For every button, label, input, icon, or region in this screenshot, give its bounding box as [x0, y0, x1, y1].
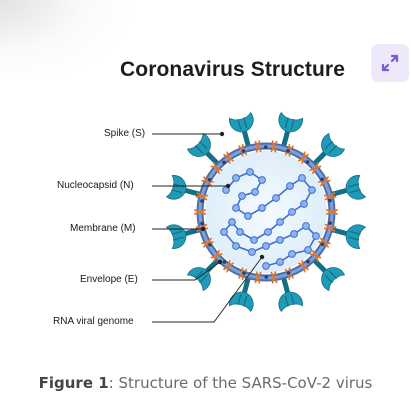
nucleocapsid-bead: [258, 204, 266, 212]
label-membrane: Membrane (M): [70, 223, 136, 234]
envelope-protein: [210, 162, 223, 174]
label-nucleocapsid: Nucleocapsid (N): [57, 180, 134, 191]
envelope-protein: [195, 192, 209, 201]
virus-interior: [205, 151, 327, 273]
membrane-protein: [222, 260, 227, 264]
membrane-protein: [328, 198, 332, 203]
membrane-protein: [286, 271, 291, 275]
envelope-protein: [201, 237, 214, 248]
nucleocapsid-bead: [298, 174, 306, 182]
nucleocapsid-bead: [300, 200, 308, 208]
nucleocapsid-bead: [262, 262, 270, 270]
spike-protein: [278, 111, 303, 149]
envelope-protein: [254, 140, 262, 153]
nucleocapsid-bead: [276, 218, 284, 226]
expand-button[interactable]: [371, 44, 409, 82]
spike-protein: [229, 111, 254, 149]
nucleocapsid-bead: [251, 188, 259, 196]
spike-protein: [229, 275, 254, 313]
envelope-protein: [298, 151, 309, 164]
membrane-protein: [328, 221, 332, 225]
membrane-protein: [306, 259, 310, 264]
label-spike: Spike (S): [104, 128, 146, 139]
membrane-protein: [200, 199, 204, 203]
figure-caption: Figure 1: Structure of the SARS-CoV-2 vi…: [0, 374, 411, 392]
envelope-protein: [318, 176, 331, 187]
envelope-protein: [210, 250, 223, 262]
nucleocapsid-bead: [232, 242, 240, 250]
membrane-protein: [264, 275, 269, 279]
nucleocapsid-bead: [312, 232, 320, 240]
nucleocapsid-bead: [244, 212, 252, 220]
spike-protein: [329, 224, 367, 249]
nucleocapsid-bead: [238, 192, 246, 200]
nucleocapsid-bead: [248, 248, 256, 256]
label-envelope: Envelope (E): [80, 274, 138, 285]
membrane-protein: [286, 149, 290, 153]
membrane-protein: [222, 160, 226, 165]
nucleocapsid-bead: [288, 208, 296, 216]
nucleocapsid-bead: [258, 176, 266, 184]
nucleocapsid-bead: [264, 228, 272, 236]
expand-arrows-icon: [381, 54, 399, 72]
spike-protein: [329, 175, 367, 200]
nucleocapsid-bead: [276, 236, 284, 244]
nucleocapsid-bead: [276, 258, 284, 266]
nucleocapsid-bead: [246, 168, 254, 176]
spike-protein: [165, 175, 203, 200]
virus-diagram: [152, 111, 367, 323]
envelope-protein: [223, 260, 234, 273]
nucleocapsid-bead: [232, 204, 240, 212]
nucleocapsid-bead: [236, 228, 244, 236]
envelope-protein: [309, 250, 322, 262]
nucleocapsid-bead: [286, 182, 294, 190]
spike-protein: [310, 132, 346, 168]
envelope-protein: [323, 192, 337, 201]
membrane-protein: [241, 149, 246, 153]
nucleocapsid-bead: [232, 174, 240, 182]
membrane-proteins: [200, 145, 332, 279]
membrane-protein: [242, 271, 246, 275]
nucleocapsid-bead: [250, 236, 258, 244]
corner-shadow: [0, 0, 130, 80]
nucleocapsid-bead: [302, 222, 310, 230]
spike-protein: [310, 256, 346, 292]
nucleocapsid-bead: [220, 228, 228, 236]
membrane-protein: [320, 177, 324, 182]
envelope-protein: [326, 209, 338, 215]
envelope-protein: [270, 140, 278, 153]
membrane-protein: [263, 145, 268, 149]
caption-text: : Structure of the SARS-CoV-2 virus: [108, 374, 373, 392]
label-rna-genome: RNA viral genome: [53, 316, 134, 327]
envelope-protein: [323, 223, 337, 232]
nucleocapsid-bead: [272, 194, 280, 202]
envelope-protein: [194, 209, 206, 215]
leader-envelope: [152, 261, 221, 281]
spike-protein: [278, 275, 303, 313]
envelope-protein: [223, 151, 234, 164]
membrane-protein: [320, 242, 325, 247]
nucleocapsid-bead: [288, 250, 296, 258]
leader-rna: [152, 256, 263, 323]
figure-number: Figure 1: [38, 374, 109, 392]
nucleocapsid-bead: [308, 186, 316, 194]
membrane-protein: [207, 177, 212, 182]
envelope-protein: [309, 162, 322, 174]
rna-genome: [220, 168, 320, 270]
membrane-protein: [200, 221, 204, 226]
envelope-protein: [254, 271, 262, 284]
envelope-protein: [298, 260, 309, 273]
envelope-protein: [318, 237, 331, 248]
nucleocapsid-bead: [228, 218, 236, 226]
diagram-title: Coronavirus Structure: [120, 58, 345, 81]
envelope-protein: [270, 271, 278, 284]
envelope-protein: [201, 176, 214, 187]
membrane-protein: [208, 242, 212, 247]
nucleocapsid-bead: [290, 230, 298, 238]
nucleocapsid-bead: [304, 246, 312, 254]
nucleocapsid-bead: [262, 242, 270, 250]
membrane-protein: [305, 160, 310, 164]
spike-protein: [186, 132, 222, 168]
